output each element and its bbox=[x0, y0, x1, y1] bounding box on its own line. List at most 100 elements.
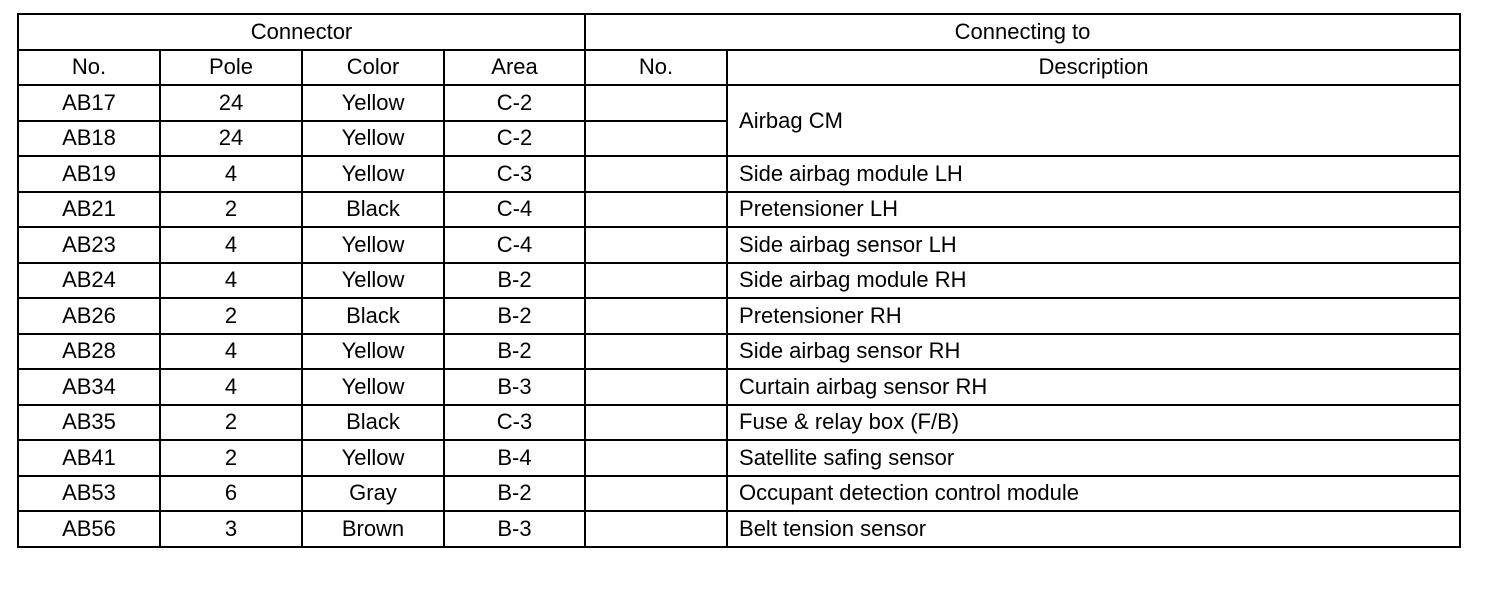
cell-color: Yellow bbox=[301, 84, 445, 122]
cell-no: AB28 bbox=[17, 332, 161, 370]
cell-area: C-4 bbox=[442, 226, 587, 264]
cell-no: AB34 bbox=[17, 368, 161, 406]
cell-description: Curtain airbag sensor RH bbox=[726, 368, 1462, 406]
cell-no: AB18 bbox=[17, 119, 161, 157]
cell-connecting-no bbox=[584, 368, 729, 406]
cell-color: Yellow bbox=[301, 368, 445, 406]
cell-connecting-no bbox=[584, 119, 729, 157]
cell-connecting-no bbox=[584, 474, 729, 512]
table-row: AB23 4 Yellow C-4 Side airbag sensor LH bbox=[17, 226, 1462, 264]
column-header-area: Area bbox=[442, 48, 587, 86]
cell-connecting-no bbox=[584, 297, 729, 335]
cell-pole: 4 bbox=[159, 368, 303, 406]
cell-description: Side airbag sensor RH bbox=[726, 332, 1462, 370]
table-row: AB26 2 Black B-2 Pretensioner RH bbox=[17, 297, 1462, 335]
cell-connecting-no bbox=[584, 439, 729, 477]
connector-table: Connector Connecting to No. Pole Color A… bbox=[16, 13, 1462, 548]
column-header-connecting-no: No. bbox=[584, 48, 729, 86]
cell-area: C-4 bbox=[442, 190, 587, 228]
table-row: AB35 2 Black C-3 Fuse & relay box (F/B) bbox=[17, 403, 1462, 441]
cell-area: B-2 bbox=[442, 332, 587, 370]
cell-color: Yellow bbox=[301, 226, 445, 264]
cell-color: Yellow bbox=[301, 155, 445, 193]
cell-pole: 6 bbox=[159, 474, 303, 512]
cell-area: C-3 bbox=[442, 155, 587, 193]
cell-pole: 2 bbox=[159, 439, 303, 477]
connector-group-header: Connector bbox=[16, 13, 587, 51]
cell-pole: 3 bbox=[159, 510, 303, 548]
cell-pole: 24 bbox=[159, 84, 303, 122]
cell-color: Yellow bbox=[301, 119, 445, 157]
cell-color: Brown bbox=[301, 510, 445, 548]
cell-no: AB17 bbox=[17, 84, 161, 122]
cell-no: AB26 bbox=[17, 297, 161, 335]
cell-connecting-no bbox=[584, 261, 729, 299]
table-row: AB18 24 Yellow C-2 bbox=[17, 119, 1460, 157]
table-row: AB41 2 Yellow B-4 Satellite safing senso… bbox=[17, 439, 1462, 477]
cell-area: B-4 bbox=[442, 439, 587, 477]
cell-no: AB41 bbox=[17, 439, 161, 477]
cell-description: Airbag CM bbox=[726, 84, 1462, 157]
table-row: AB34 4 Yellow B-3 Curtain airbag sensor … bbox=[17, 368, 1462, 406]
cell-no: AB19 bbox=[17, 155, 161, 193]
cell-color: Yellow bbox=[301, 332, 445, 370]
cell-area: B-2 bbox=[442, 261, 587, 299]
cell-connecting-no bbox=[584, 155, 729, 193]
cell-pole: 24 bbox=[159, 119, 303, 157]
cell-color: Yellow bbox=[301, 261, 445, 299]
table-row: AB21 2 Black C-4 Pretensioner LH bbox=[17, 190, 1462, 228]
cell-area: B-3 bbox=[442, 368, 587, 406]
cell-description: Belt tension sensor bbox=[726, 510, 1462, 548]
cell-no: AB24 bbox=[17, 261, 161, 299]
column-header-pole: Pole bbox=[159, 48, 303, 86]
cell-description: Side airbag module RH bbox=[726, 261, 1462, 299]
cell-area: C-3 bbox=[442, 403, 587, 441]
cell-color: Gray bbox=[301, 474, 445, 512]
cell-color: Yellow bbox=[301, 439, 445, 477]
cell-connecting-no bbox=[584, 332, 729, 370]
table-row: AB17 24 Yellow C-2 Airbag CM bbox=[17, 84, 1462, 157]
column-header-description: Description bbox=[726, 48, 1462, 86]
cell-area: B-3 bbox=[442, 510, 587, 548]
group-header-row: Connector Connecting to bbox=[16, 13, 1462, 51]
cell-pole: 4 bbox=[159, 226, 303, 264]
cell-no: AB21 bbox=[17, 190, 161, 228]
column-header-color: Color bbox=[301, 48, 445, 86]
cell-description: Pretensioner RH bbox=[726, 297, 1462, 335]
cell-color: Black bbox=[301, 297, 445, 335]
cell-connecting-no bbox=[584, 84, 729, 122]
cell-connecting-no bbox=[584, 403, 729, 441]
table-row: AB56 3 Brown B-3 Belt tension sensor bbox=[17, 510, 1462, 548]
cell-description: Occupant detection control module bbox=[726, 474, 1462, 512]
cell-description: Side airbag module LH bbox=[726, 155, 1462, 193]
cell-pole: 2 bbox=[159, 190, 303, 228]
column-header-no: No. bbox=[17, 48, 161, 86]
column-header-row: No. Pole Color Area No. Description bbox=[17, 48, 1462, 86]
cell-connecting-no bbox=[584, 510, 729, 548]
cell-description: Satellite safing sensor bbox=[726, 439, 1462, 477]
cell-color: Black bbox=[301, 403, 445, 441]
cell-connecting-no bbox=[584, 190, 729, 228]
cell-no: AB56 bbox=[17, 510, 161, 548]
cell-pole: 4 bbox=[159, 155, 303, 193]
cell-pole: 2 bbox=[159, 403, 303, 441]
cell-area: B-2 bbox=[442, 474, 587, 512]
cell-area: C-2 bbox=[442, 119, 587, 157]
connecting-to-group-header: Connecting to bbox=[584, 13, 1462, 51]
table-row: AB19 4 Yellow C-3 Side airbag module LH bbox=[17, 155, 1462, 193]
table-row: AB28 4 Yellow B-2 Side airbag sensor RH bbox=[17, 332, 1462, 370]
cell-pole: 4 bbox=[159, 261, 303, 299]
cell-color: Black bbox=[301, 190, 445, 228]
cell-no: AB23 bbox=[17, 226, 161, 264]
table-row: AB24 4 Yellow B-2 Side airbag module RH bbox=[17, 261, 1462, 299]
cell-description: Pretensioner LH bbox=[726, 190, 1462, 228]
cell-pole: 2 bbox=[159, 297, 303, 335]
cell-description: Fuse & relay box (F/B) bbox=[726, 403, 1462, 441]
cell-no: AB53 bbox=[17, 474, 161, 512]
cell-no: AB35 bbox=[17, 403, 161, 441]
cell-connecting-no bbox=[584, 226, 729, 264]
table-row: AB53 6 Gray B-2 Occupant detection contr… bbox=[17, 474, 1462, 512]
cell-area: B-2 bbox=[442, 297, 587, 335]
cell-pole: 4 bbox=[159, 332, 303, 370]
cell-area: C-2 bbox=[442, 84, 587, 122]
